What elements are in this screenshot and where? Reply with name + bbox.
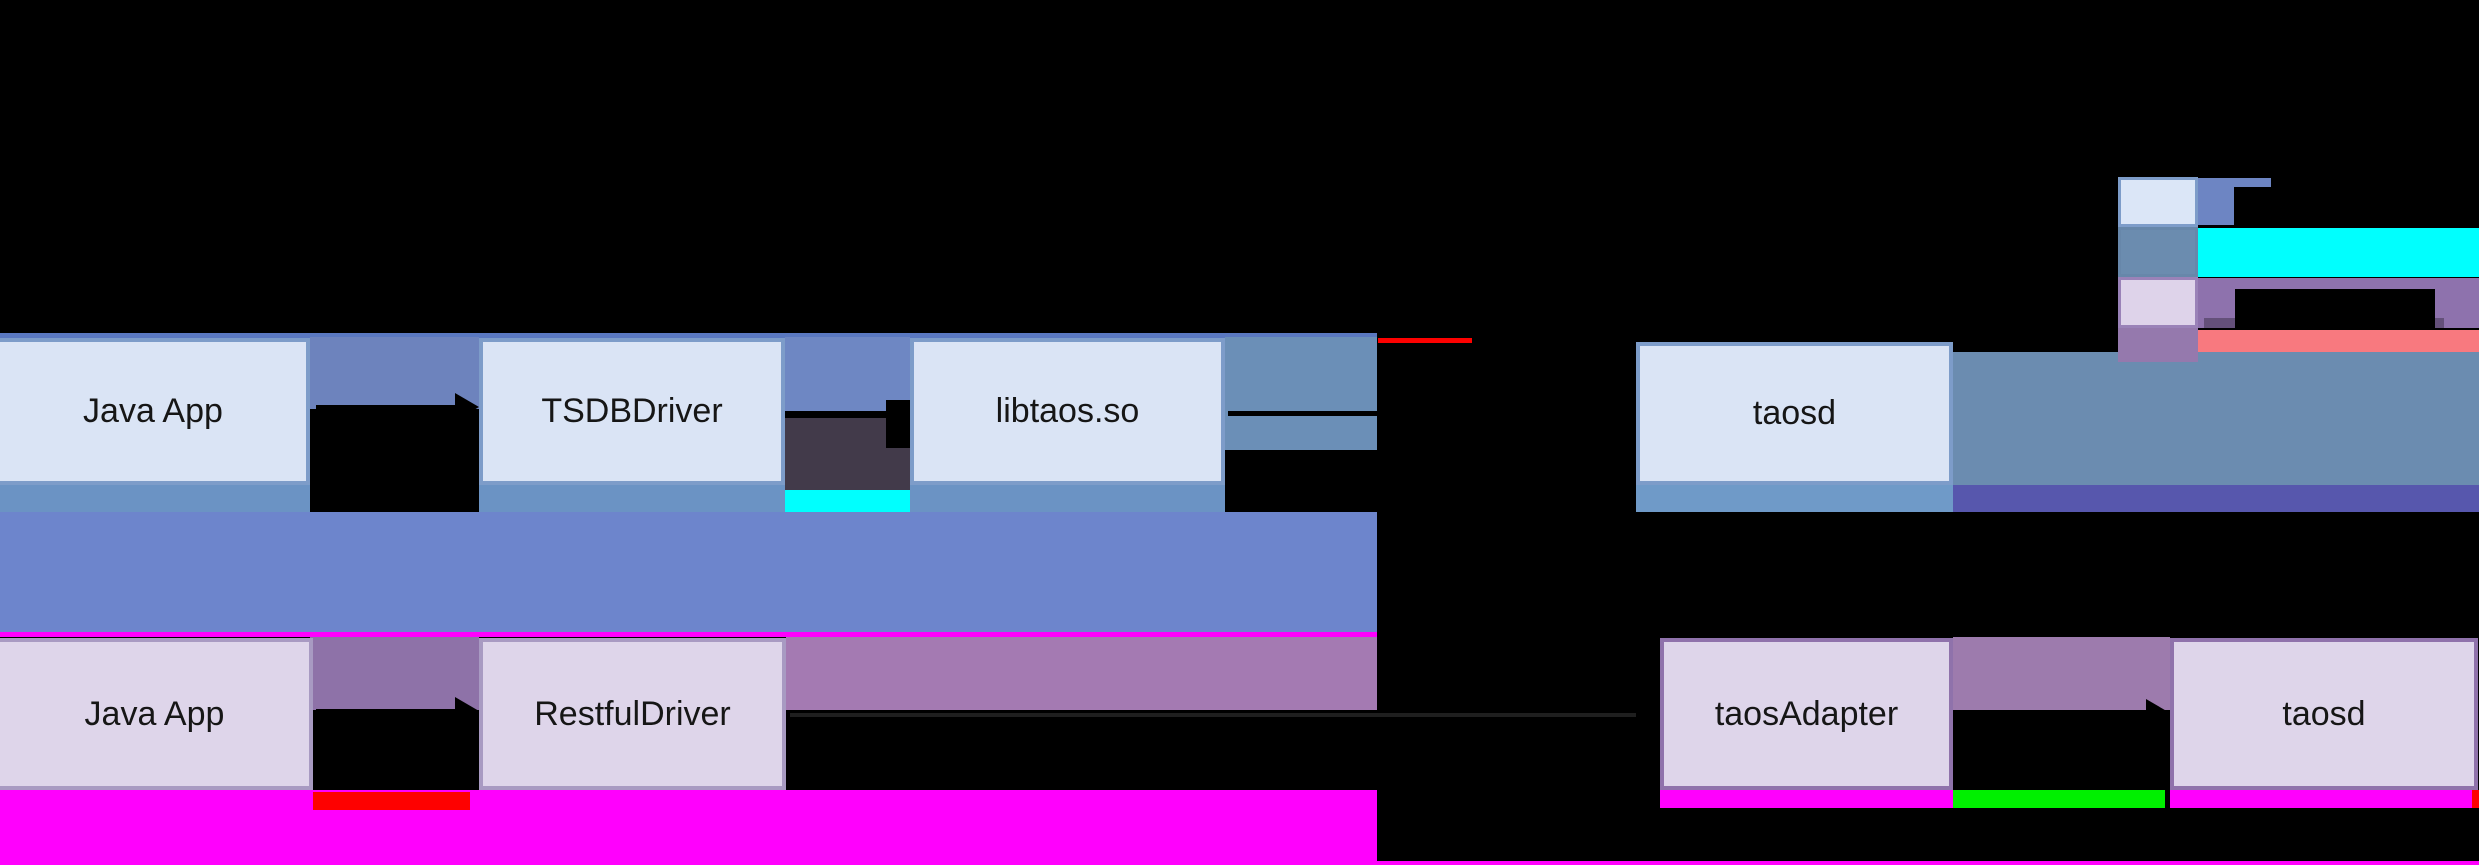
node-label: TSDBDriver [541,392,723,430]
node-label: taosd [1752,394,1837,432]
legend-bar-cyan [2198,228,2479,277]
arrowhead-tsdbdriver-to-libtaos [886,400,910,448]
magenta-strip-under-taosd [2170,790,2472,808]
node-label: Java App [84,694,225,733]
red-sliver-bottom-right [2472,790,2479,808]
node-tsdbdriver: TSDBDriver [479,338,785,485]
arrowhead-libtaos-to-taosd [1614,399,1638,427]
arrow-tsdbdriver-to-libtaos [785,411,888,416]
row1-steel-band-mid [1225,337,1377,450]
under-strip-tsdbdriver [479,485,785,512]
node-java-app-jni: Java App [0,338,310,485]
arrow-javaapp-to-tsdbdriver [316,405,458,410]
under-strip-java-app [0,485,310,512]
node-taosd-restful: taosd [2170,638,2478,790]
arrow-restfuldriver-to-taosadapter [790,713,1638,717]
arrowhead-javaapp-to-tsdbdriver [455,393,479,421]
node-restfuldriver: RestfulDriver [479,638,786,790]
arrow-taosadapter-to-taosd [1958,711,2150,716]
legend-label-3 [2235,289,2435,328]
legend-swatch-blue-box [2118,177,2198,227]
green-strip [1953,790,2165,808]
node-label: RestfulDriver [534,694,731,733]
legend-swatch-purple-fill [2118,328,2198,362]
arrow-libtaos-to-taosd [1228,411,1618,416]
red-strip-row2 [313,792,470,810]
arrow-javaapp-to-restfuldriver [316,709,456,714]
magenta-strip-under-taosadapter [1660,790,1953,808]
node-java-app-restful: Java App [0,638,313,790]
magenta-line-mid [0,632,1377,637]
node-label: Java App [83,392,223,430]
under-strip-libtaos [910,485,1225,512]
row2-gap1-purple-band [310,637,479,710]
legend-label-1 [2234,187,2312,225]
node-taosd-jni: taosd [1636,342,1953,485]
legend-swatch-purple-box [2118,277,2198,328]
node-libtaos-so: libtaos.so [910,338,1225,485]
row1-band-top-edge [0,333,1377,338]
indigo-strip-right [1953,485,2479,512]
arrowhead-restfuldriver-to-taosadapter [1636,701,1660,729]
row1-steel-region-right [1953,352,2479,485]
legend-bar-salmon [2198,330,2479,352]
node-label: taosAdapter [1714,694,1899,733]
row2-purple-band-left [786,637,1377,710]
arrowhead-taosadapter-to-taosd [2146,699,2170,727]
node-taosadapter: taosAdapter [1660,638,1953,790]
under-strip-taosd [1636,485,1953,512]
arrowhead-javaapp-to-restfuldriver [455,697,479,725]
red-line-row1 [1378,338,1472,343]
row2-purple-band-right [1953,637,2170,710]
row1-gap1-band [310,337,479,409]
magenta-band-bottom [0,790,1377,865]
middle-blue-band [0,512,1377,632]
node-label: taosd [2282,694,2366,733]
magenta-bottom-line [1377,861,2479,865]
node-label: libtaos.so [995,392,1140,430]
legend-swatch-steel-box [2118,227,2198,277]
row1-gap2-cyan-strip [785,490,910,512]
